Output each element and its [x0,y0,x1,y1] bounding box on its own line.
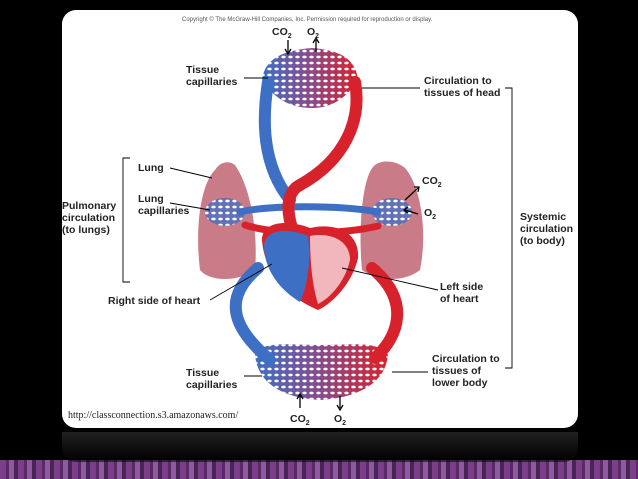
superior-vein [258,76,296,206]
pulmonary-circulation-label: Pulmonary circulation (to lungs) [62,200,119,236]
carotid-artery [294,76,363,191]
lung-label: Lung [138,162,164,174]
lung-capillaries-label: Lung capillaries [138,193,190,217]
tissue-capillaries-top-label: Tissue capillaries [186,64,238,88]
o2-top-label: O2 [307,26,319,40]
copyright-text: Copyright © The McGraw-Hill Companies, I… [182,16,433,23]
co2-bottom-label: CO2 [290,413,310,427]
systemic-circulation-label: Systemic circulation (to body) [520,211,576,247]
circulation-head-label: Circulation to tissues of head [424,75,500,99]
pulmonary-artery [236,203,382,216]
left-lung [198,162,256,279]
co2-lung-label: CO2 [422,175,442,189]
heart [262,223,359,310]
leader-lines [122,77,513,377]
slide-reflection [62,432,578,462]
left-side-heart-label: Left side of heart [440,281,486,305]
right-lung [360,161,424,279]
right-side-heart-label: Right side of heart [108,295,201,307]
o2-lung-label: O2 [424,207,436,221]
tissue-capillaries-bottom [255,344,388,400]
labels: Tissue capillaries Circulation to tissue… [62,64,576,391]
gas-labels: CO2 O2 CO2 O2 CO2 O2 [272,26,442,427]
tissue-capillaries-bottom-label: Tissue capillaries [186,367,238,391]
source-credit: http://classconnection.s3.amazonaws.com/ [68,410,239,421]
circulation-lower-body-label: Circulation to tissues of lower body [432,353,503,389]
co2-top-label: CO2 [272,26,292,40]
tissue-capillaries-top [262,48,358,108]
circulation-diagram: Copyright © The McGraw-Hill Companies, I… [62,16,576,427]
o2-bottom-label: O2 [334,413,346,427]
decorative-stripe [0,460,638,479]
descending-aorta [366,262,404,364]
gas-arrows [284,36,420,412]
diagram-card: Copyright © The McGraw-Hill Companies, I… [62,10,578,428]
